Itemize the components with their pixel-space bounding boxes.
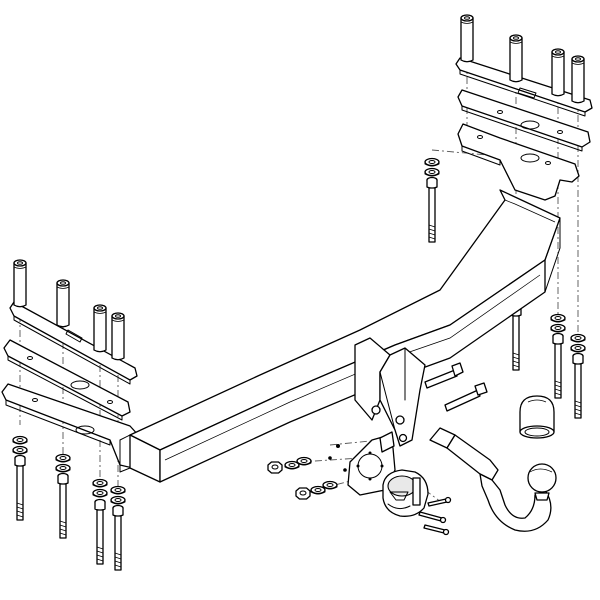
tow-ball-neck	[429, 427, 557, 532]
tow-bar-crossbar	[119, 189, 561, 483]
electrical-socket	[382, 469, 429, 517]
socket-screws	[418, 496, 452, 536]
left-stud-plate	[9, 259, 138, 385]
right-spacer-plate	[457, 89, 591, 152]
centre-bracket	[354, 337, 426, 447]
left-bolt-group	[12, 435, 126, 571]
socket-plate	[347, 431, 396, 496]
nut-washer-group	[267, 444, 347, 500]
right-bracket-plate	[457, 123, 580, 201]
left-spacer-plate	[3, 339, 131, 421]
right-stud-plate	[455, 14, 593, 117]
ball-cap	[519, 395, 555, 439]
bracket-bolts	[424, 362, 488, 412]
